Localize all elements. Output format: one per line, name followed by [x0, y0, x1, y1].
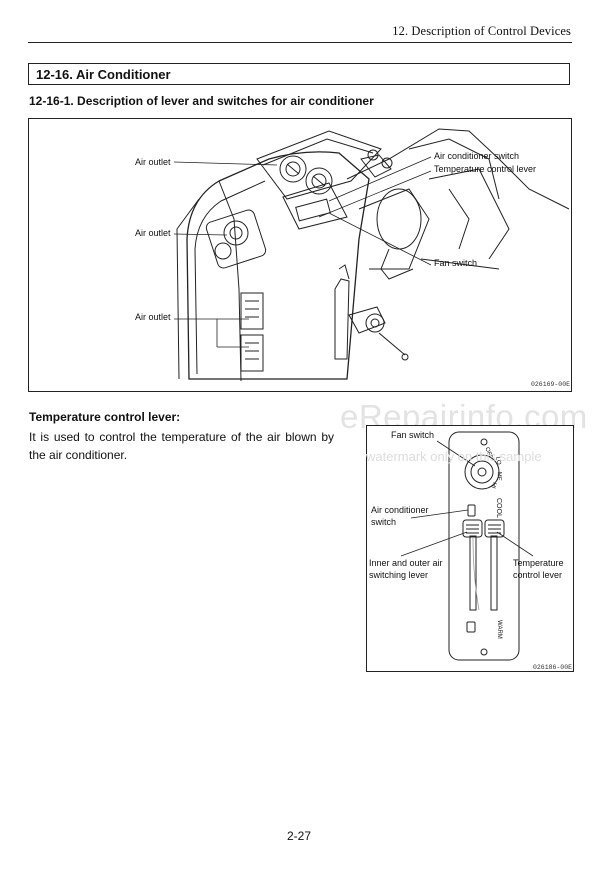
cool-label: COOL [495, 498, 502, 518]
inner-outer-lever-label-line2: switching lever [369, 570, 429, 580]
ac-switch-label-2-line2: switch [371, 517, 397, 527]
temp-lever-label-2-line1: Temperature [513, 558, 564, 568]
fan-switch-label-2: Fan switch [391, 430, 435, 440]
section-title: 12-16. Air Conditioner [36, 67, 171, 82]
temp-lever-description: It is used to control the temperature of… [29, 430, 334, 462]
ac-switch-label: Air conditioner switch [434, 151, 520, 161]
section-title-box: 12-16. Air Conditioner [28, 63, 570, 85]
figure-code: 026169-00E [531, 381, 571, 388]
control-panel-drawing [400, 431, 534, 661]
running-header: 12. Description of Control Devices [392, 24, 571, 38]
subsection-title: 12-16-1. Description of lever and switch… [29, 94, 374, 108]
page-number: 2-27 [287, 829, 312, 843]
cab-interior-drawing [173, 128, 570, 382]
warm-label: WARM [496, 620, 502, 639]
temp-lever-label-2-line2: control lever [513, 570, 563, 580]
air-outlet-label-2: Air outlet [135, 228, 171, 238]
inner-outer-lever-label-line1: Inner and outer air [369, 558, 443, 568]
air-outlet-label-3: Air outlet [135, 312, 171, 322]
cab-interior-figure: Air outlet Air outlet Air outlet Air con… [28, 118, 572, 392]
temp-lever-label: Temperature control lever [434, 164, 537, 174]
ac-switch-label-2-line1: Air conditioner [371, 505, 429, 515]
temp-lever-heading: Temperature control lever: [29, 410, 181, 424]
dial-mark-me: ME [495, 471, 503, 481]
watermark-sub: watermark only on this sample [366, 449, 542, 464]
header-rule [28, 42, 572, 43]
control-panel-figure: Fan switch Air conditioner switch Inner … [366, 425, 574, 672]
fan-switch-label: Fan switch [434, 258, 478, 268]
figure-code-2: 026186-00E [533, 664, 573, 671]
air-outlet-label-1: Air outlet [135, 157, 171, 167]
